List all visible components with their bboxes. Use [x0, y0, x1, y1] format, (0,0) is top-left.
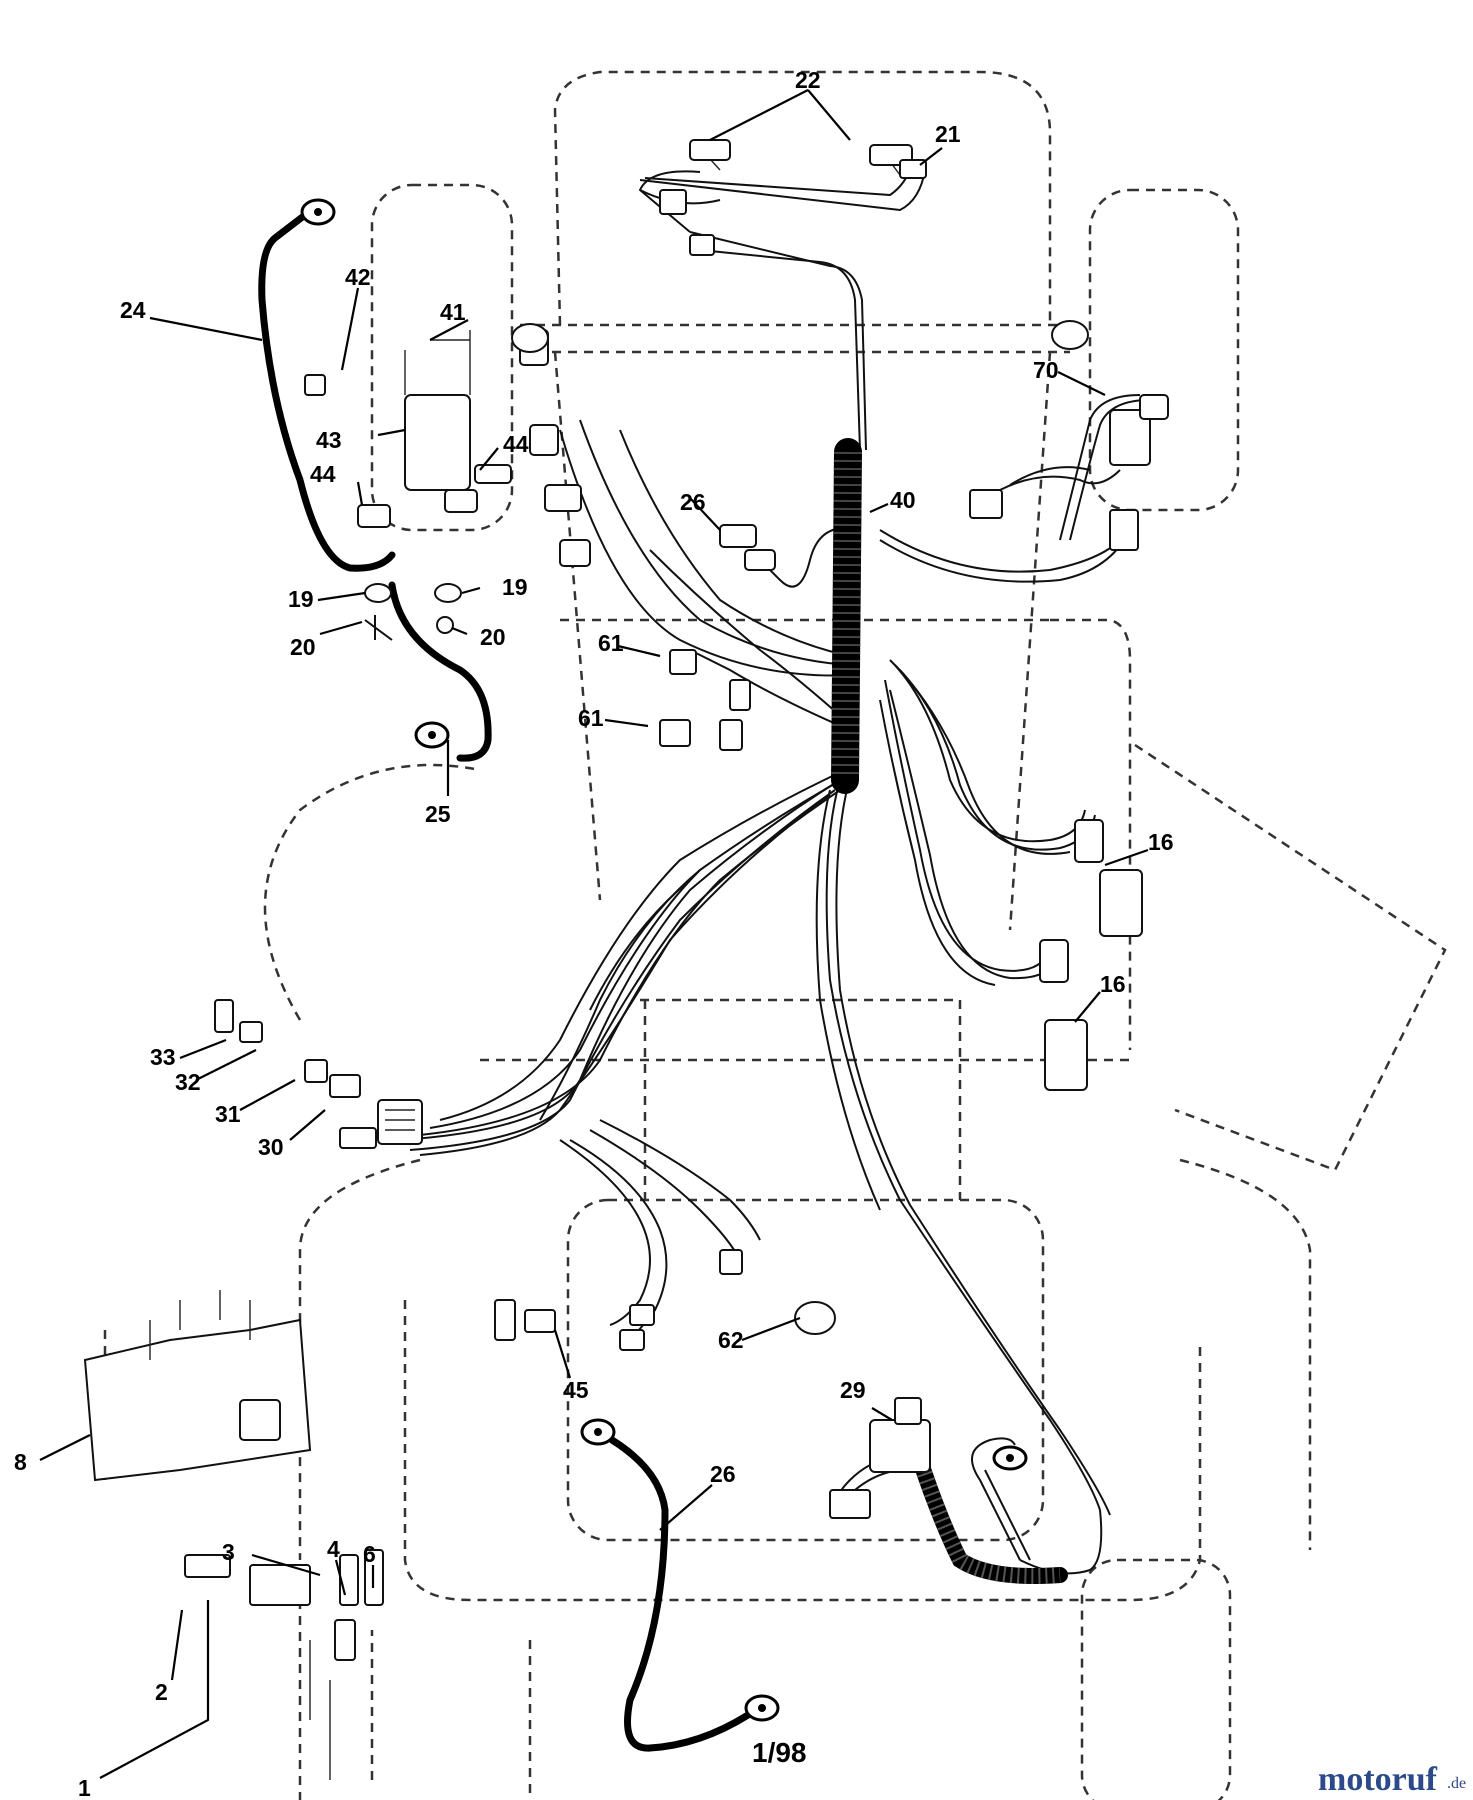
callout-labels: 22 21 24 42 41 43 44 44 19 19 20 20 26 4…: [14, 67, 1174, 1800]
callout-16-upper: 16: [1148, 829, 1174, 855]
callout-32: 32: [175, 1069, 201, 1095]
components: [83, 139, 1169, 1780]
callout-26-top: 26: [680, 489, 706, 515]
callout-45: 45: [563, 1377, 589, 1403]
callout-42: 42: [345, 264, 371, 290]
callout-19-left: 19: [288, 586, 314, 612]
callout-30: 30: [258, 1134, 284, 1160]
callout-31: 31: [215, 1101, 241, 1127]
leader-lines: [39, 89, 1149, 1779]
watermark-name: motoruf: [1318, 1761, 1438, 1798]
callout-41: 41: [440, 299, 466, 325]
callout-16-lower: 16: [1100, 971, 1126, 997]
callout-22: 22: [795, 67, 821, 93]
callout-19-right: 19: [502, 574, 528, 600]
callout-33: 33: [150, 1044, 176, 1070]
tractor-outline: [103, 70, 1447, 1800]
callout-44-right: 44: [503, 431, 529, 457]
callout-6: 6: [363, 1541, 376, 1567]
battery-cables: [258, 198, 1028, 1752]
watermark-suffix: .de: [1447, 1775, 1466, 1792]
callout-20-left: 20: [290, 634, 316, 660]
callout-40: 40: [890, 487, 916, 513]
diagram-code: 1/98: [752, 1737, 807, 1768]
callout-20-right: 20: [480, 624, 506, 650]
callout-29: 29: [840, 1377, 866, 1403]
callout-1: 1: [78, 1775, 91, 1800]
callout-43: 43: [316, 427, 342, 453]
callout-8: 8: [14, 1449, 27, 1475]
callout-24: 24: [120, 297, 146, 323]
callout-4: 4: [327, 1536, 340, 1562]
callout-25: 25: [425, 801, 451, 827]
callout-26-bottom: 26: [710, 1461, 736, 1487]
callout-70: 70: [1033, 357, 1059, 383]
main-harness: [399, 147, 1151, 1575]
callout-62: 62: [718, 1327, 744, 1353]
callout-44-left: 44: [310, 461, 336, 487]
callout-21: 21: [935, 121, 961, 147]
watermark: motoruf .de: [1318, 1761, 1466, 1798]
callout-3: 3: [222, 1539, 235, 1565]
callout-2: 2: [155, 1679, 168, 1705]
callout-61-lower: 61: [578, 705, 604, 731]
callout-61-upper: 61: [598, 630, 624, 656]
